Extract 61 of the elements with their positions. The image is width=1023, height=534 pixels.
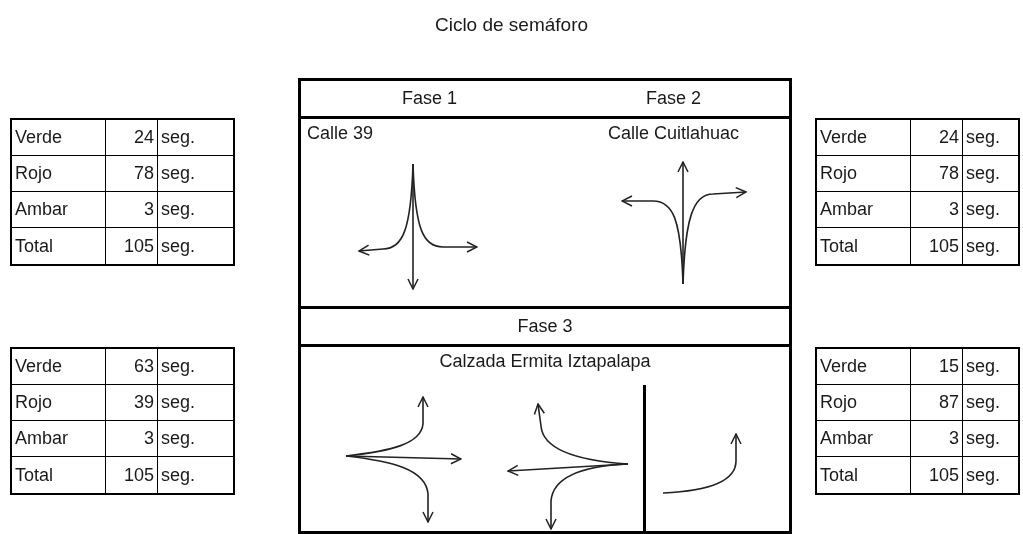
phase-panel — [298, 119, 558, 309]
table-cell: seg. — [963, 156, 1018, 192]
table-cell: seg. — [963, 421, 1018, 457]
table-cell: Rojo — [817, 156, 911, 192]
table-cell: Ambar — [817, 421, 911, 457]
table-cell: 39 — [106, 385, 158, 421]
table-cell-text: seg. — [160, 463, 197, 487]
table-cell: 3 — [911, 421, 963, 457]
table-cell: seg. — [963, 349, 1018, 385]
table-cell: 105 — [911, 228, 963, 264]
table-cell: 15 — [911, 349, 963, 385]
phase-label: Calle Cuitlahuac — [607, 123, 740, 144]
table-cell: 24 — [911, 120, 963, 156]
table-cell: Total — [817, 228, 911, 264]
table-cell: seg. — [158, 156, 233, 192]
table-cell: Total — [12, 457, 106, 493]
table-cell: seg. — [158, 192, 233, 228]
phase-label: Calle 39 — [307, 123, 374, 144]
table-cell: 105 — [911, 457, 963, 493]
header-cell — [298, 78, 558, 119]
table-cell: Rojo — [12, 385, 106, 421]
phase-panel — [298, 347, 792, 534]
table-cell: 78 — [106, 156, 158, 192]
table-cell: seg. — [963, 385, 1018, 421]
table-cell: 63 — [106, 349, 158, 385]
table-cell: seg. — [158, 385, 233, 421]
table-cell: Verde — [817, 120, 911, 156]
phase-label: Fase 2 — [646, 88, 701, 109]
table-cell: Verde — [817, 349, 911, 385]
table-cell: Verde — [12, 349, 106, 385]
header-cell — [558, 78, 792, 119]
table-cell: Ambar — [12, 192, 106, 228]
phase-label: Fase 3 — [517, 316, 573, 337]
table-cell: Total — [817, 457, 911, 493]
table-cell: 3 — [911, 192, 963, 228]
table-cell: 3 — [106, 192, 158, 228]
table-cell: Total — [12, 228, 106, 264]
table-cell: seg. — [963, 192, 1018, 228]
table-cell-text: seg. — [160, 234, 197, 258]
table-cell-text: seg. — [965, 234, 1002, 258]
phase-label: Fase 1 — [402, 88, 457, 109]
table-cell: 78 — [911, 156, 963, 192]
table-cell: 24 — [106, 120, 158, 156]
table-cell: 87 — [911, 385, 963, 421]
table-cell: 105 — [106, 457, 158, 493]
table-cell: seg. — [158, 349, 233, 385]
table-cell: 105 — [106, 228, 158, 264]
table-cell: 3 — [106, 421, 158, 457]
table-cell: seg. — [158, 421, 233, 457]
phase-panel — [558, 119, 792, 309]
diagram-title: Ciclo de semáforo — [433, 14, 590, 36]
table-cell: seg. — [963, 120, 1018, 156]
table-cell: Ambar — [12, 421, 106, 457]
table-cell: seg. — [158, 120, 233, 156]
phase-label: Calzada Ermita Iztapalapa — [439, 351, 651, 372]
table-cell: Ambar — [817, 192, 911, 228]
table-cell-text: seg. — [965, 463, 1002, 487]
header-cell — [298, 309, 792, 347]
table-cell: Rojo — [12, 156, 106, 192]
table-cell: Rojo — [817, 385, 911, 421]
table-cell: Verde — [12, 120, 106, 156]
